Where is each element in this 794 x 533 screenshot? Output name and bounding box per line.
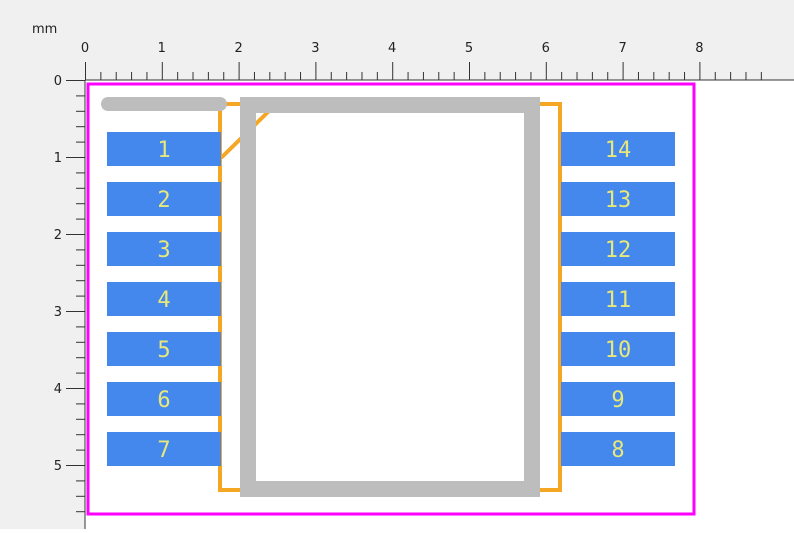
pad-number: 2 xyxy=(157,188,170,213)
x-tick-label: 2 xyxy=(234,41,242,56)
x-tick-label: 1 xyxy=(158,41,166,56)
pad-number: 4 xyxy=(157,288,170,313)
x-tick-label: 0 xyxy=(81,41,89,56)
pad-right xyxy=(561,432,675,466)
pad-number: 14 xyxy=(605,138,632,163)
pad-right xyxy=(561,332,675,366)
x-tick-label: 6 xyxy=(542,41,550,56)
pad-right xyxy=(561,182,675,216)
pad-number: 7 xyxy=(157,438,170,463)
pad-number: 13 xyxy=(605,188,632,213)
pad-right xyxy=(561,232,675,266)
top-ruler xyxy=(0,0,794,80)
pad-number: 8 xyxy=(611,438,624,463)
x-tick-label: 8 xyxy=(695,41,703,56)
left-ruler xyxy=(0,80,85,529)
pad-left xyxy=(107,232,221,266)
pad-right xyxy=(561,282,675,316)
pad-left xyxy=(107,132,221,166)
y-tick-label: 5 xyxy=(54,459,62,474)
pad-number: 3 xyxy=(157,238,170,263)
pad-number: 9 xyxy=(611,388,624,413)
pad-number: 5 xyxy=(157,338,170,363)
pad-number: 11 xyxy=(605,288,632,313)
pad-number: 1 xyxy=(157,138,170,163)
x-tick-label: 3 xyxy=(311,41,319,56)
pad-number: 12 xyxy=(605,238,632,263)
component-body-outline xyxy=(240,97,540,497)
x-tick-label: 7 xyxy=(618,41,626,56)
pad-left xyxy=(107,382,221,416)
pad-number: 6 xyxy=(157,388,170,413)
ruler-unit-label: mm xyxy=(32,22,58,37)
silkscreen-outline xyxy=(218,102,562,492)
y-tick-label: 0 xyxy=(54,74,62,89)
pad-left xyxy=(107,432,221,466)
pad-left xyxy=(107,282,221,316)
pad-right xyxy=(561,382,675,416)
x-tick-label: 5 xyxy=(465,41,473,56)
board-outline xyxy=(86,82,696,516)
y-tick-label: 3 xyxy=(54,305,62,320)
pad-left xyxy=(107,182,221,216)
y-tick-label: 4 xyxy=(54,382,62,397)
y-tick-label: 2 xyxy=(54,228,62,243)
x-tick-label: 4 xyxy=(388,41,396,56)
y-tick-label: 1 xyxy=(54,151,62,166)
pad-number: 10 xyxy=(605,338,632,363)
pad-left xyxy=(107,332,221,366)
pad-right xyxy=(561,132,675,166)
